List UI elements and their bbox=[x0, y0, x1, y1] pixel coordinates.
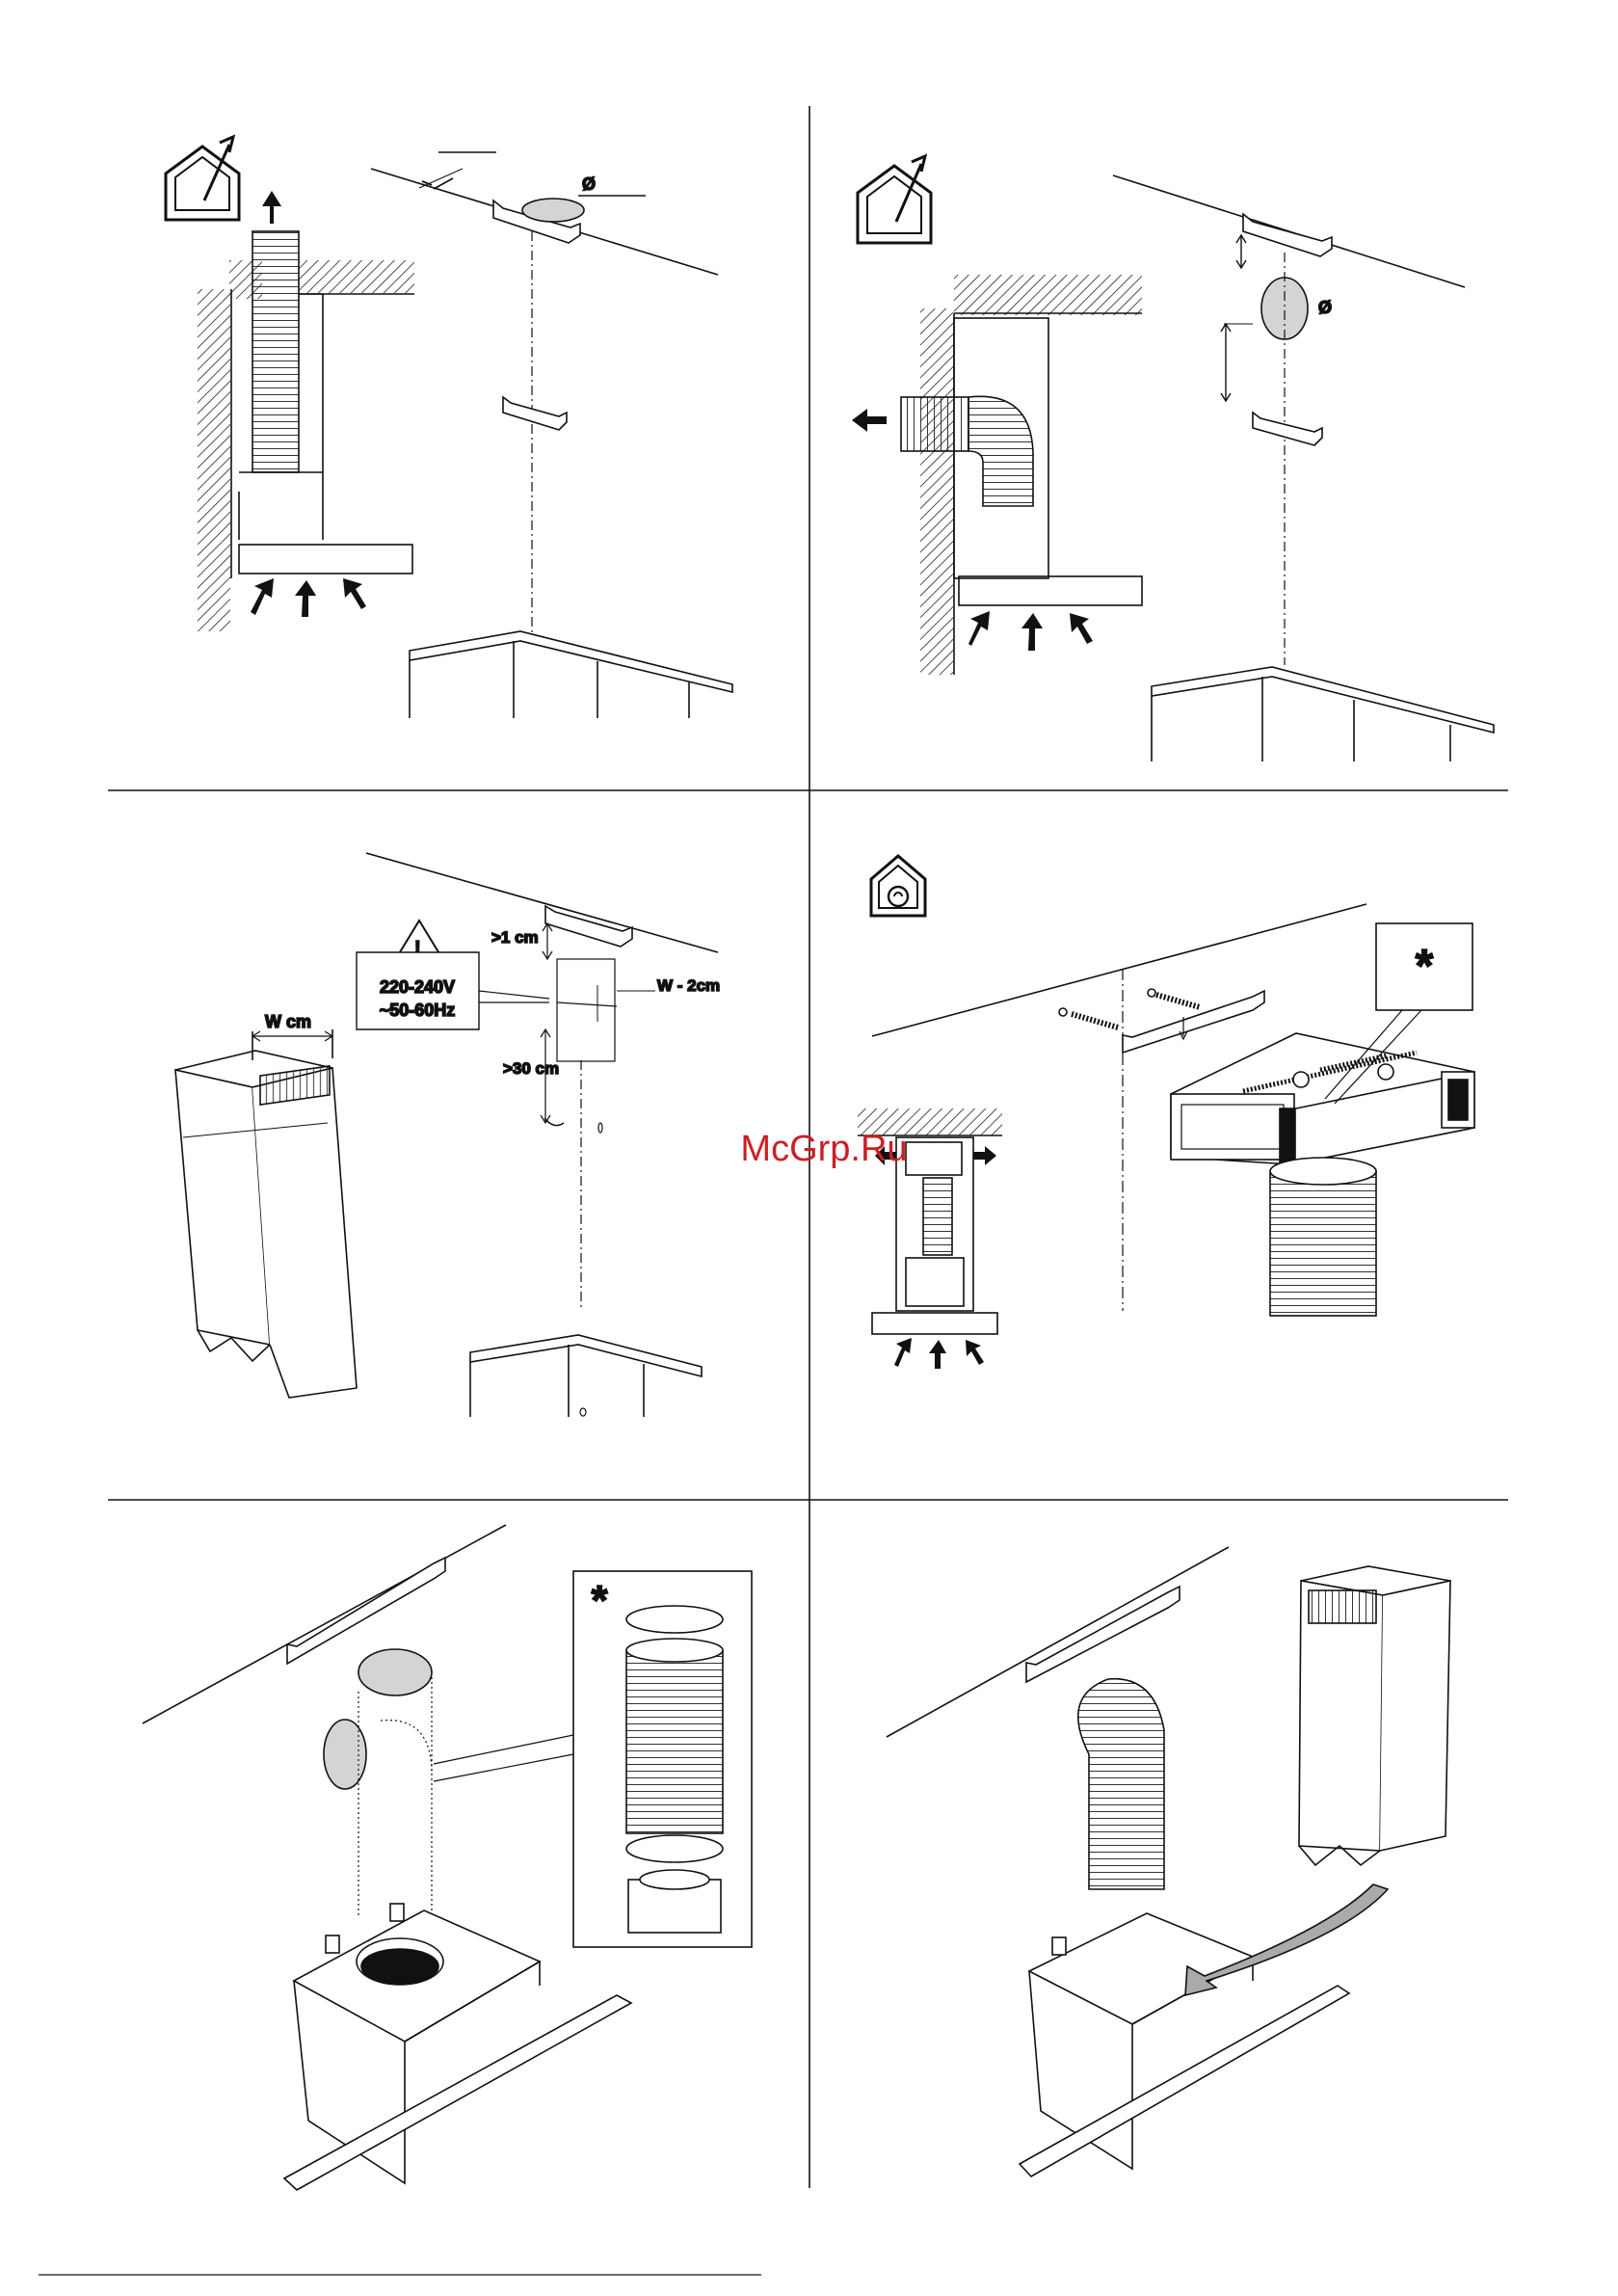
chimney-cover bbox=[1299, 1566, 1450, 1865]
accessory-star: * bbox=[1416, 941, 1434, 992]
flexible-duct-elbow bbox=[1078, 1679, 1164, 1889]
intake-arrow bbox=[1070, 613, 1093, 644]
intake-arrow bbox=[929, 1340, 946, 1369]
ceiling-bracket bbox=[545, 906, 632, 947]
outlet-width-label: W - 2cm bbox=[657, 976, 720, 995]
ceiling-line bbox=[143, 1525, 506, 1723]
vent-slots bbox=[1309, 1590, 1376, 1623]
hood-canopy bbox=[239, 545, 412, 574]
hood-canopy bbox=[959, 576, 1142, 605]
panel-2-ducted-horizontal: Ø bbox=[852, 156, 1494, 761]
intake-arrow bbox=[1021, 613, 1043, 651]
recirculation-filter-box bbox=[1171, 1033, 1474, 1168]
intake-arrow bbox=[343, 578, 366, 609]
wall-bracket bbox=[503, 397, 567, 430]
chimney-cover bbox=[175, 1051, 357, 1398]
hood-width-label: W cm bbox=[265, 1012, 311, 1031]
duct-hole-ceiling bbox=[522, 199, 584, 222]
intake-arrow bbox=[295, 580, 316, 617]
intake-arrow bbox=[894, 1338, 912, 1367]
ceiling-line bbox=[872, 904, 1366, 1036]
voltage-text: 220-240V bbox=[380, 977, 455, 997]
diameter-label: Ø bbox=[582, 174, 596, 194]
slide-down-arrow bbox=[1185, 1884, 1388, 1995]
chimney-upper bbox=[252, 231, 299, 472]
frequency-text: ~50-60Hz bbox=[380, 1001, 456, 1020]
panel-3-dimensions: W cm ! 220-240V ~50-60Hz >1 cm W - 2cm >… bbox=[175, 853, 720, 1417]
exhaust-up-arrow bbox=[262, 191, 281, 224]
ducted-house-icon bbox=[166, 137, 239, 220]
duct-hole-wall bbox=[324, 1720, 366, 1789]
ducted-house-icon bbox=[858, 156, 931, 243]
ceiling-bracket bbox=[1123, 991, 1264, 1053]
intake-arrow bbox=[968, 611, 990, 646]
wall-hatching bbox=[198, 289, 230, 631]
kitchen-cabinet bbox=[1152, 667, 1494, 761]
exhaust-side-arrow bbox=[852, 409, 887, 432]
gap-top-label: >1 cm bbox=[491, 928, 539, 947]
panel-4-recirculation: * bbox=[858, 856, 1474, 1369]
gap-bottom-label: >30 cm bbox=[503, 1059, 559, 1078]
flexible-duct bbox=[626, 1650, 723, 1833]
recirculation-house-icon bbox=[871, 856, 925, 916]
hood-body bbox=[1020, 1913, 1349, 2176]
watermark: McGrp.Ru bbox=[740, 1129, 907, 1169]
intake-arrow bbox=[966, 1340, 984, 1365]
panel-1-ducted-vertical: Ø bbox=[166, 137, 732, 718]
accessory-star: * bbox=[591, 1577, 608, 1624]
ceiling-bracket bbox=[287, 1558, 445, 1664]
ceiling-line bbox=[887, 1547, 1229, 1737]
wall-hatching bbox=[920, 308, 953, 675]
panel-5-duct-assembly: * bbox=[143, 1525, 752, 2190]
ceiling-hatching bbox=[954, 275, 1142, 315]
diameter-label: Ø bbox=[1318, 298, 1332, 317]
flexible-duct bbox=[1270, 1171, 1376, 1316]
kitchen-cabinet bbox=[410, 631, 732, 718]
duct-hole-ceiling bbox=[358, 1649, 432, 1695]
intake-arrow bbox=[251, 578, 274, 615]
ceiling-hatching bbox=[299, 260, 414, 293]
kitchen-cabinet bbox=[470, 1335, 702, 1417]
flexible-duct-elbow bbox=[901, 397, 968, 451]
socket-zone bbox=[557, 959, 615, 1061]
ceiling-bracket bbox=[1026, 1587, 1180, 1682]
wall-bracket bbox=[1253, 413, 1322, 445]
panel-6-cover-install bbox=[887, 1547, 1450, 2176]
